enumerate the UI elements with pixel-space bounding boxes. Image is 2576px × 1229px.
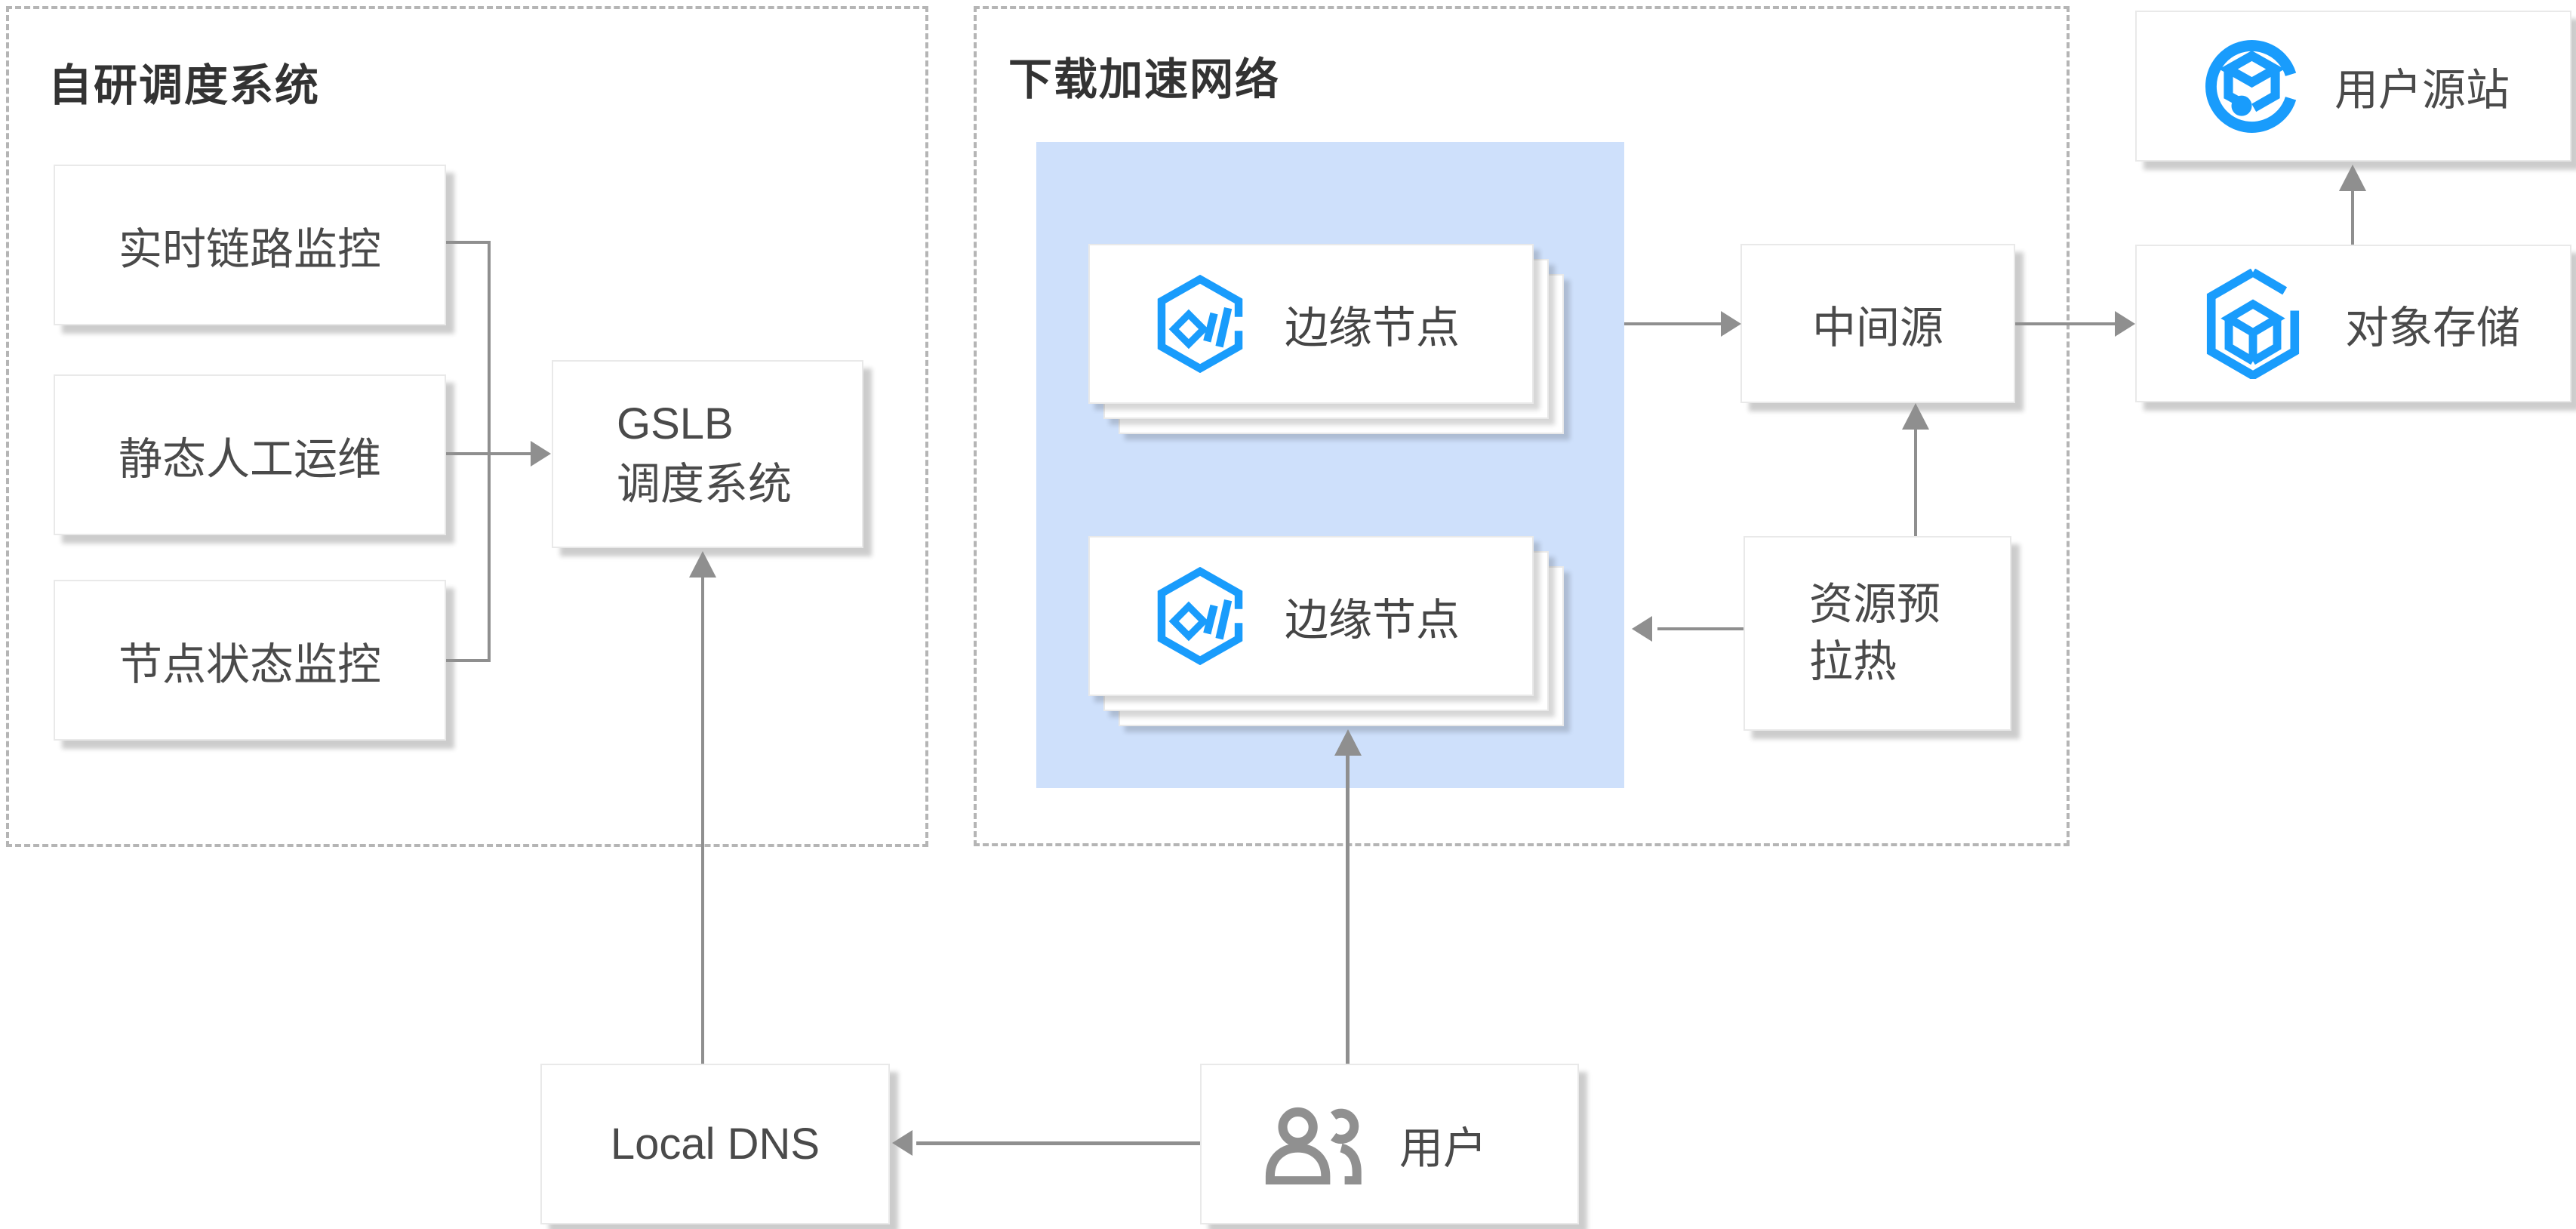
box-gslb-scheduling-system: GSLB 调度系统	[552, 360, 863, 548]
edge-node-stack-bottom: 边缘节点	[1088, 536, 1564, 726]
panel-download-acceleration-network	[974, 6, 2070, 846]
gslb-line2: 调度系统	[617, 459, 792, 509]
box-label: 实时链路监控	[118, 224, 381, 274]
box-object-storage: 对象存储	[2135, 245, 2571, 402]
connector-box1-to-bus	[446, 241, 491, 244]
box-node-status-monitoring: 节点状态监控	[54, 580, 446, 741]
panel-scheduling-system	[6, 6, 928, 847]
panel-title-download-acceleration: 下载加速网络	[1008, 55, 1281, 104]
line-prewarm-to-edgenode	[1657, 627, 1743, 630]
arrowhead-into-localdns	[892, 1130, 913, 1156]
origin-server-icon	[2205, 39, 2297, 133]
box-realtime-link-monitoring: 实时链路监控	[54, 165, 446, 325]
prewarm-line1: 资源预	[1809, 580, 1941, 629]
prewarm-line2: 拉热	[1809, 637, 1897, 686]
box-label: 中间源	[1811, 303, 1944, 353]
arrowhead-up-origin	[2339, 165, 2366, 191]
edge-node-label: 边缘节点	[1285, 596, 1460, 645]
arrowhead-up-midsource	[1902, 403, 1929, 430]
edge-node-icon	[1157, 275, 1243, 373]
line-edgenode-to-midsource	[1624, 322, 1721, 325]
panel-title-scheduling-system: 自研调度系统	[48, 61, 321, 110]
arrowhead-into-cos	[2115, 311, 2135, 337]
box-static-manual-ops: 静态人工运维	[54, 374, 446, 535]
box-label: 节点状态监控	[118, 639, 381, 689]
edge-node-label: 边缘节点	[1285, 303, 1460, 353]
arrowhead-into-midsource	[1721, 311, 1741, 337]
arrowhead-into-edgenode	[1632, 616, 1652, 642]
line-localdns-to-gslb	[701, 575, 704, 1064]
box-intermediate-source: 中间源	[1740, 244, 2015, 403]
arrowhead-up-gslb	[689, 551, 716, 578]
edge-node-stack-top: 边缘节点	[1088, 244, 1564, 434]
line-midsource-to-cos	[2015, 322, 2115, 325]
user-label: 用户	[1399, 1123, 1488, 1173]
box-label: 静态人工运维	[118, 434, 381, 484]
connector-box2-to-gslb	[446, 452, 531, 455]
box-user-origin-site: 用户源站	[2135, 11, 2571, 162]
arrowhead-up-edgenode	[1334, 729, 1362, 756]
users-icon	[1265, 1107, 1362, 1184]
line-user-to-edgenode	[1346, 755, 1350, 1064]
line-user-to-localdns	[916, 1141, 1200, 1145]
connector-merge-bus	[488, 241, 491, 662]
edge-node-icon	[1157, 567, 1243, 665]
box-resource-prewarm: 资源预 拉热	[1743, 536, 2011, 731]
box-local-dns: Local DNS	[540, 1064, 890, 1224]
box-user: 用户	[1200, 1064, 1579, 1224]
user-origin-label: 用户源站	[2334, 66, 2510, 115]
arrowhead-into-gslb	[531, 441, 551, 467]
gslb-line1: GSLB	[617, 399, 734, 448]
object-storage-label: 对象存储	[2345, 303, 2521, 353]
edge-node-card: 边缘节点	[1088, 244, 1534, 404]
line-cos-to-origin	[2351, 189, 2354, 245]
connector-box3-to-bus	[446, 659, 491, 662]
line-prewarm-to-midsource	[1914, 427, 1917, 536]
object-storage-icon	[2206, 268, 2300, 379]
edge-node-card: 边缘节点	[1088, 536, 1534, 696]
local-dns-label: Local DNS	[610, 1120, 820, 1169]
